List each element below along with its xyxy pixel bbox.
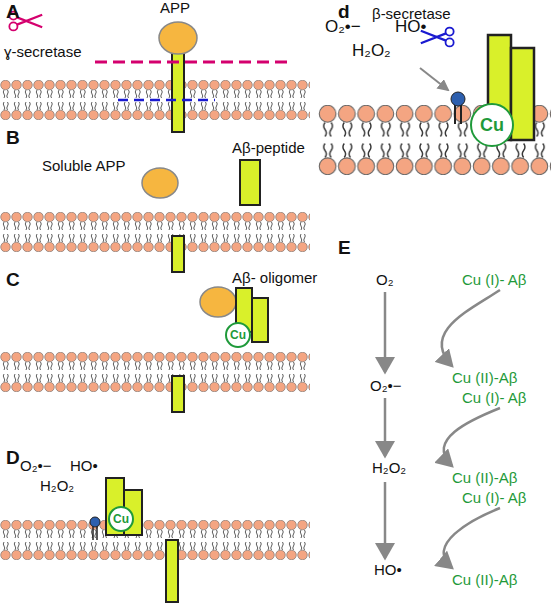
membrane xyxy=(0,80,310,120)
text-label: Soluble APP xyxy=(42,158,125,175)
copper-ion: Cu xyxy=(225,322,251,348)
lipid-target xyxy=(451,92,465,124)
lipid-target xyxy=(90,517,100,540)
text-label: HO• xyxy=(374,562,402,579)
app-domain xyxy=(159,22,197,54)
membrane xyxy=(0,212,310,252)
copper-ion: Cu xyxy=(470,103,514,147)
app-stub xyxy=(166,540,178,602)
app-stub xyxy=(172,236,184,272)
app-stalk xyxy=(172,52,184,132)
text-label: HO• xyxy=(70,458,98,475)
text-label: Cu (II)-Aβ xyxy=(452,470,517,487)
text-label: Aβ- oligomer xyxy=(232,270,317,287)
abeta-oligomer xyxy=(511,48,534,140)
abeta-peptide xyxy=(240,160,260,205)
text-label: H₂O₂ xyxy=(40,478,74,495)
cleavage-line xyxy=(118,99,215,102)
text-label: Cu (II)-Aβ xyxy=(452,572,517,589)
text-label: HO• xyxy=(395,18,426,37)
cleavage-line xyxy=(95,61,290,64)
ion-label: Cu xyxy=(113,513,129,525)
text-label: H₂O₂ xyxy=(352,42,391,61)
text-label: O₂ xyxy=(376,272,394,289)
abeta-oligomer xyxy=(252,298,268,342)
text-label: Cu (I)- Aβ xyxy=(462,272,526,289)
panel-letter: B xyxy=(6,128,20,149)
text-label: O₂•− xyxy=(370,378,402,395)
soluble-app xyxy=(142,168,178,198)
panel-letter: C xyxy=(6,270,20,291)
text-label: O₂•− xyxy=(325,18,361,37)
panel-letter: A xyxy=(6,2,20,23)
text-label: APP xyxy=(160,0,190,17)
copper-ion: Cu xyxy=(108,506,134,532)
membrane xyxy=(0,352,310,392)
ion-label: Cu xyxy=(480,116,504,134)
text-label: Cu (I)- Aβ xyxy=(462,490,526,507)
panel-letter: E xyxy=(338,238,351,259)
text-label: ɣ-secretase xyxy=(4,44,82,61)
panel-letter: D xyxy=(6,448,20,469)
soluble-app xyxy=(200,287,236,317)
reaction-arrows xyxy=(385,290,500,568)
app-stub xyxy=(172,376,184,412)
text-label: Cu (I)- Aβ xyxy=(462,390,526,407)
text-label: Cu (II)-Aβ xyxy=(452,370,517,387)
attack-arrow xyxy=(420,68,448,90)
text-label: Aβ-peptide xyxy=(232,140,305,157)
membrane xyxy=(0,520,310,560)
ion-label: Cu xyxy=(230,329,246,341)
text-label: H₂O₂ xyxy=(372,460,406,477)
text-label: O₂•− xyxy=(20,458,52,475)
